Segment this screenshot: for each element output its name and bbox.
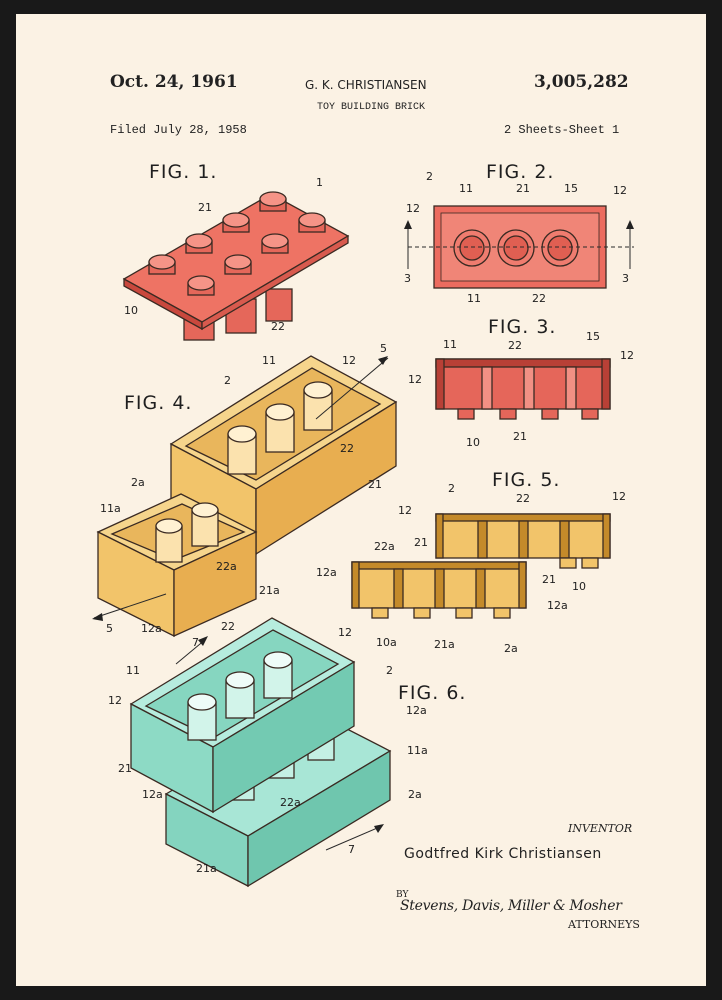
fig-6-title: FIG. 6.	[398, 682, 467, 704]
fig2-ref-numeral: 11	[467, 292, 481, 305]
fig2-ref-numeral: 3	[404, 272, 411, 285]
fig2-ref-numeral: 12	[613, 184, 627, 197]
fig6-ref-numeral: 2	[386, 664, 393, 677]
fig4-ref-numeral: 21a	[259, 584, 280, 597]
fig5-ref-numeral: 12a	[547, 599, 568, 612]
fig1-ref-numeral: 10	[124, 304, 138, 317]
fig2-ref-numeral: 22	[532, 292, 546, 305]
fig-3-title: FIG. 3.	[488, 316, 557, 338]
fig1-ref-numeral: 21	[198, 201, 212, 214]
fig5-ref-numeral: 10	[572, 580, 586, 593]
fig-1-title: FIG. 1.	[149, 161, 218, 183]
fig6-ref-numeral: 11a	[407, 744, 428, 757]
fig6-ref-numeral: 7	[348, 843, 355, 856]
patent-sheet: Oct. 24, 1961 G. K. CHRISTIANSEN 3,005,2…	[16, 14, 706, 986]
fig3-ref-numeral: 12	[620, 349, 634, 362]
fig3-ref-numeral: 15	[586, 330, 600, 343]
fig2-ref-numeral: 21	[516, 182, 530, 195]
fig4-ref-numeral: 11	[262, 354, 276, 367]
fig-4-bricks	[92, 355, 398, 638]
fig4-ref-numeral: 11a	[100, 502, 121, 515]
fig4-ref-numeral: 12	[342, 354, 356, 367]
fig5-ref-numeral: 21	[542, 573, 556, 586]
fig6-ref-numeral: 12a	[406, 704, 427, 717]
fig5-ref-numeral: 10a	[376, 636, 397, 649]
fig5-ref-numeral: 22a	[374, 540, 395, 553]
fig6-ref-numeral: 22a	[280, 796, 301, 809]
patent-title: TOY BUILDING BRICK	[317, 102, 426, 113]
fig5-ref-numeral: 2a	[504, 642, 518, 655]
fig5-ref-numeral: 2	[448, 482, 455, 495]
fig2-ref-numeral: 11	[459, 182, 473, 195]
fig2-ref-numeral: 12	[406, 202, 420, 215]
fig2-ref-numeral: 2	[426, 170, 433, 183]
fig1-ref-numeral: 22	[271, 320, 285, 333]
fig-5-sections	[351, 513, 611, 619]
fig3-ref-numeral: 10	[466, 436, 480, 449]
fig5-ref-numeral: 12	[612, 490, 626, 503]
fig2-ref-numeral: 15	[564, 182, 578, 195]
fig3-ref-numeral: 11	[443, 338, 457, 351]
fig6-ref-numeral: 22	[221, 620, 235, 633]
fig-2-topview	[404, 205, 634, 289]
patent-date: Oct. 24, 1961	[110, 72, 238, 92]
fig4-ref-numeral: 12a	[141, 622, 162, 635]
fig5-ref-numeral: 21a	[434, 638, 455, 651]
fig4-ref-numeral: 2a	[131, 476, 145, 489]
fig3-ref-numeral: 21	[513, 430, 527, 443]
fig5-ref-numeral: 22	[516, 492, 530, 505]
inventor-label: INVENTOR	[568, 822, 633, 835]
fig2-ref-numeral: 3	[622, 272, 629, 285]
by-label: BY	[396, 890, 409, 900]
fig6-ref-numeral: 21a	[196, 862, 217, 875]
fig5-ref-numeral: 12	[398, 504, 412, 517]
fig3-ref-numeral: 12	[408, 373, 422, 386]
patent-drawings: 1211022211211512123311221122151212102121…	[92, 170, 634, 888]
attorneys-signature: Stevens, Davis, Miller & Mosher	[400, 898, 622, 914]
fig6-ref-numeral: 12	[108, 694, 122, 707]
fig4-ref-numeral: 5	[380, 342, 387, 355]
fig4-ref-numeral: 5	[106, 622, 113, 635]
fig3-ref-numeral: 22	[508, 339, 522, 352]
fig4-ref-numeral: 2	[224, 374, 231, 387]
fig4-ref-numeral: 22a	[216, 560, 237, 573]
sheet-count: 2 Sheets-Sheet 1	[504, 123, 620, 137]
filed-date: Filed July 28, 1958	[110, 123, 247, 137]
inventor-header: G. K. CHRISTIANSEN	[305, 78, 427, 92]
fig-1-brick	[122, 191, 350, 341]
attorneys-label: ATTORNEYS	[568, 918, 640, 931]
fig-2-title: FIG. 2.	[486, 161, 555, 183]
fig-5-title: FIG. 5.	[492, 469, 561, 491]
fig-3-section	[435, 358, 611, 420]
fig6-ref-numeral: 11	[126, 664, 140, 677]
inventor-full-name: Godtfred Kirk Christiansen	[404, 846, 602, 862]
fig5-ref-numeral: 12a	[316, 566, 337, 579]
fig6-ref-numeral: 12a	[142, 788, 163, 801]
fig-4-title: FIG. 4.	[124, 392, 193, 414]
fig1-ref-numeral: 1	[316, 176, 323, 189]
fig6-ref-numeral: 21	[118, 762, 132, 775]
fig5-ref-numeral: 21	[414, 536, 428, 549]
fig6-ref-numeral: 12	[338, 626, 352, 639]
fig4-ref-numeral: 22	[340, 442, 354, 455]
patent-number: 3,005,282	[534, 72, 629, 92]
fig6-ref-numeral: 7	[192, 636, 199, 649]
fig4-ref-numeral: 21	[368, 478, 382, 491]
fig6-ref-numeral: 2a	[408, 788, 422, 801]
fig-6-bricks	[129, 617, 392, 888]
